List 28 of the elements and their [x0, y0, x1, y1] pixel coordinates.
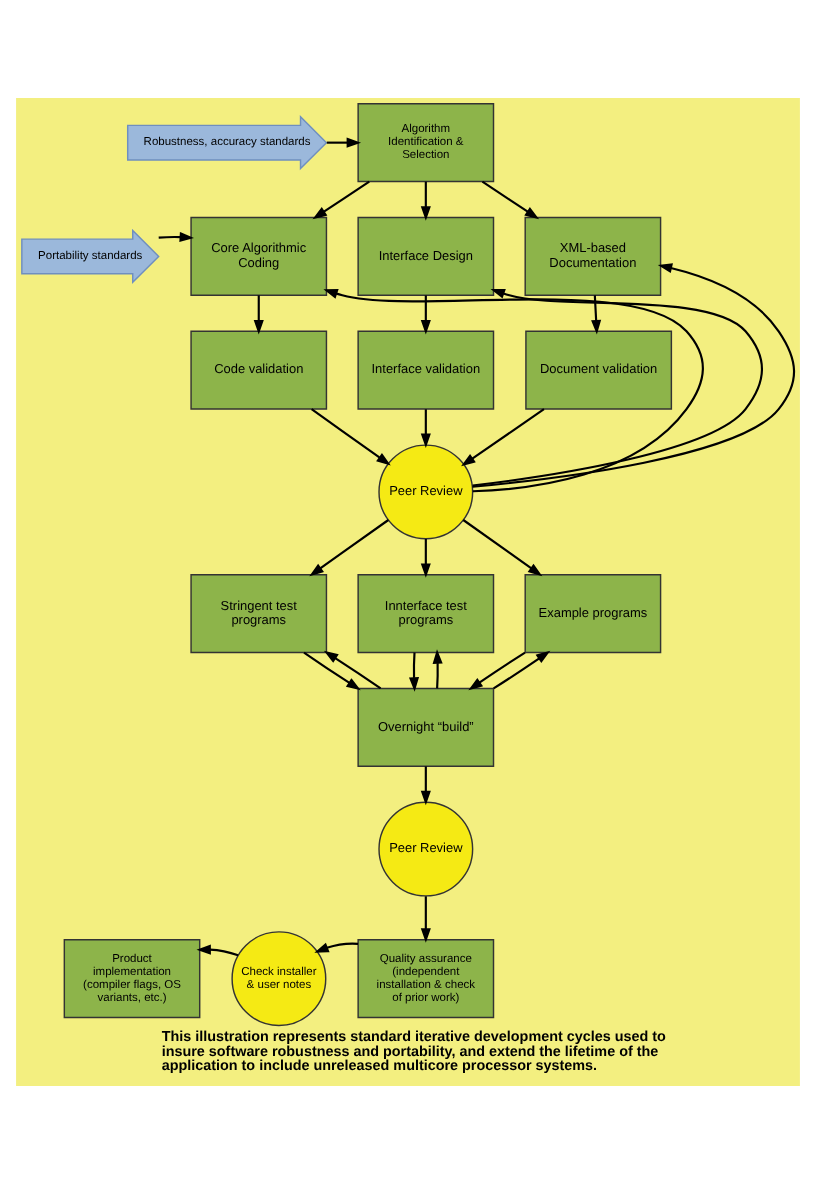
arrow — [420, 538, 431, 578]
arrow — [420, 896, 431, 943]
arrow — [420, 766, 431, 806]
arrow — [408, 652, 420, 692]
arrow — [472, 263, 795, 488]
arrow — [323, 289, 704, 493]
arrow — [314, 942, 359, 953]
caption: This illustration represents standard iterative development cycles used to insure software robustness and portability, and extend the lifetime of the application to include unreleased multicore processor systems. — [161, 1027, 666, 1075]
arrow — [303, 651, 361, 691]
arrow — [420, 181, 431, 221]
arrow — [420, 409, 431, 449]
arrow — [472, 288, 763, 487]
arrow — [311, 408, 391, 466]
arrow — [420, 295, 431, 335]
arrow — [462, 519, 543, 577]
arrow — [323, 650, 382, 690]
arrow — [493, 650, 551, 690]
arrow — [481, 180, 540, 220]
arrow — [432, 649, 443, 689]
arrow — [591, 295, 602, 335]
arrow — [158, 232, 194, 243]
arrow — [309, 519, 389, 577]
arrow — [196, 944, 239, 957]
arrow — [468, 651, 526, 691]
arrow — [312, 180, 370, 220]
arrow — [461, 408, 545, 467]
arrow — [253, 295, 264, 335]
arrow — [326, 137, 362, 148]
